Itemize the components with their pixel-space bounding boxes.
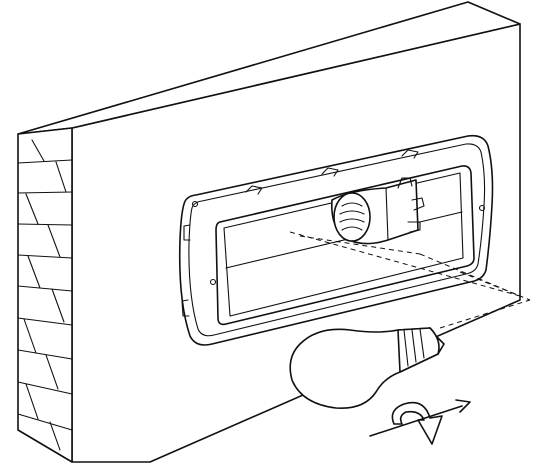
alignment-guides [289, 231, 531, 329]
lamp-socket [330, 177, 425, 245]
rotation-arrow-icon [369, 399, 471, 445]
brick-wall [17, 127, 73, 463]
light-bulb [289, 327, 445, 409]
